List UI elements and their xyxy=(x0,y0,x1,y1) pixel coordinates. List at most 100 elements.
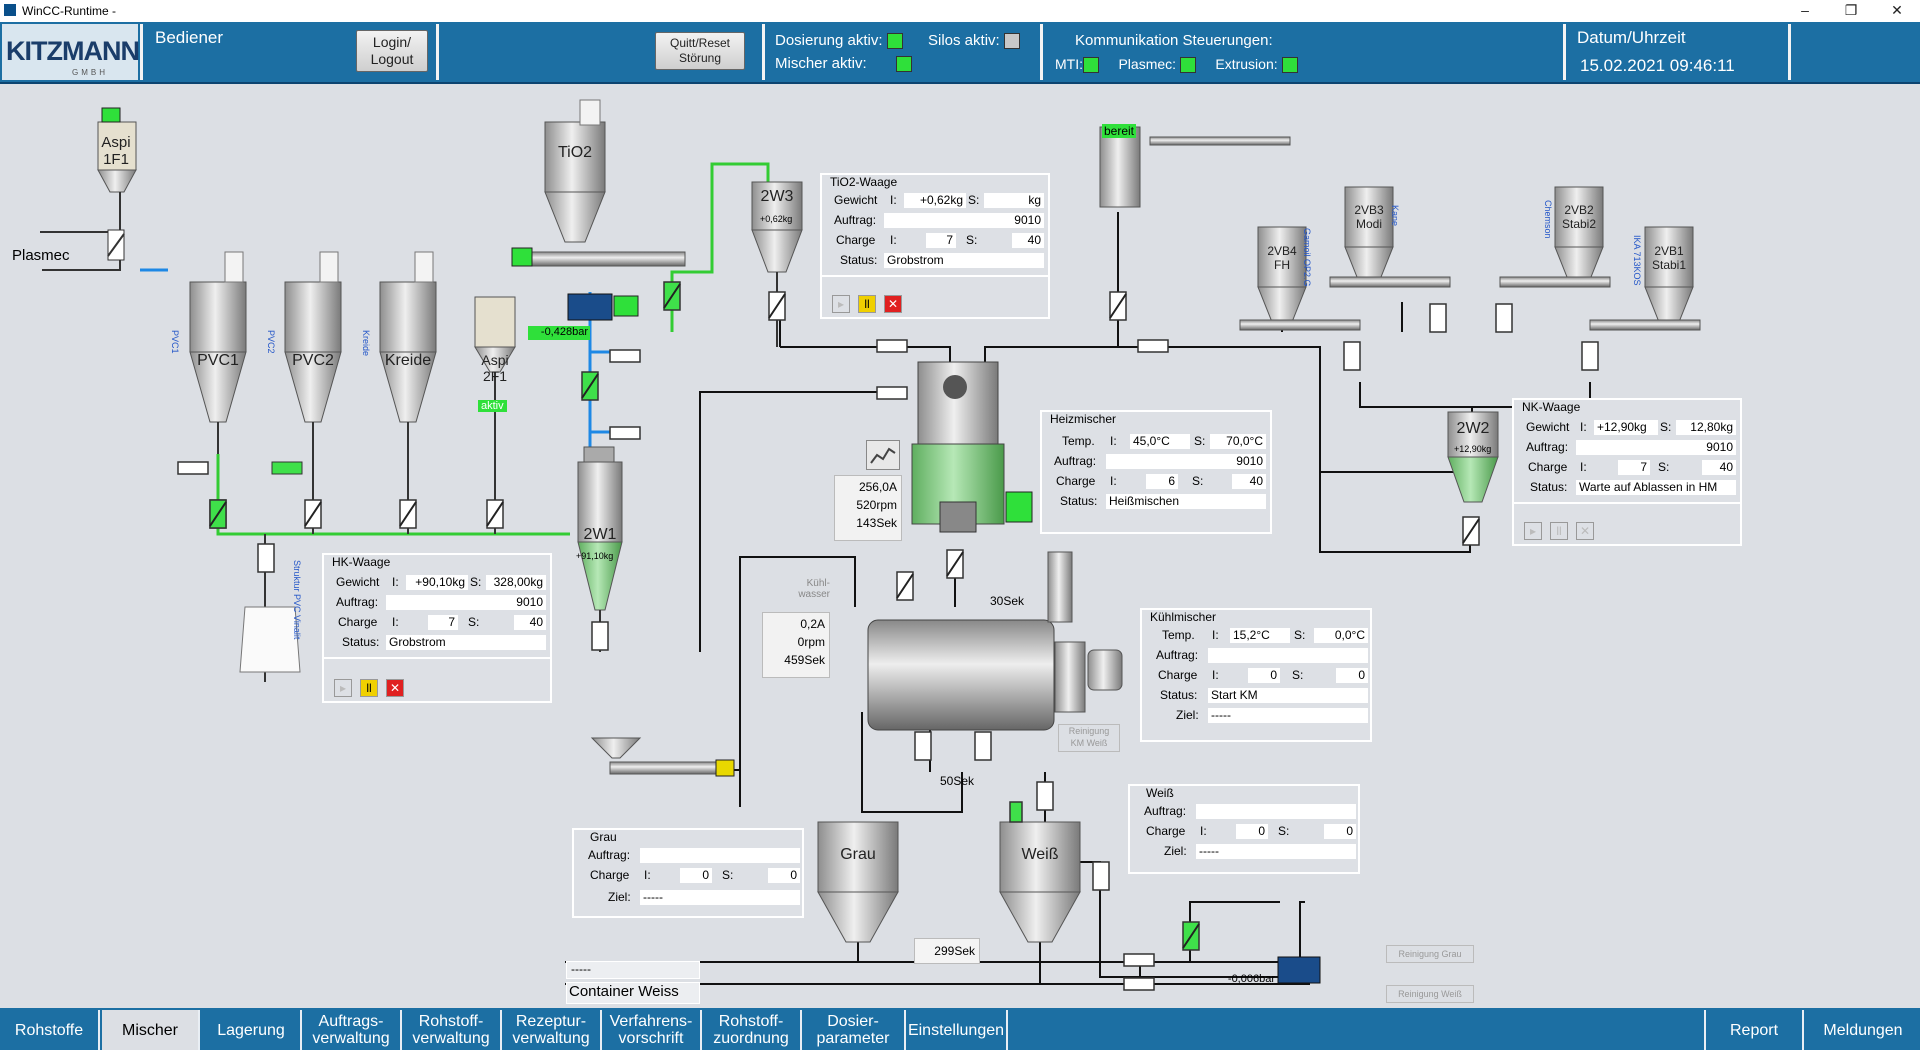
heizmischer-values: 256,0A 520rpm 143Sek xyxy=(834,475,902,541)
scale-2w2-label: 2W2 xyxy=(1456,420,1490,437)
login-logout-button[interactable]: Login/ Logout xyxy=(356,30,428,72)
weiss-charge-soll: 0 xyxy=(1324,824,1356,839)
tio2-charge-soll: 40 xyxy=(1012,233,1044,248)
header-divider xyxy=(762,24,765,80)
timer-299: 299Sek xyxy=(914,938,980,964)
hk-gewicht-soll: 328,00kg xyxy=(486,575,546,590)
nk-charge-ist: 7 xyxy=(1618,460,1650,475)
weiss-ziel: ----- xyxy=(1196,844,1356,859)
hk-pause-button[interactable]: ll xyxy=(360,679,378,697)
grau-ziel: ----- xyxy=(640,890,800,905)
scale-2w3-value: +0,62kg xyxy=(760,214,793,224)
heizmischer-panel: Heizmischer Temp. I: 45,0°C S: 70,0°C Au… xyxy=(1040,410,1272,534)
restore-button[interactable]: ❐ xyxy=(1844,2,1858,18)
kuehl-charge-ist: 0 xyxy=(1248,668,1280,683)
timer-50: 50Sek xyxy=(940,774,975,788)
nk-waage-title: NK-Waage xyxy=(1522,400,1581,414)
tab-auftragsverwaltung[interactable]: Auftrags- verwaltung xyxy=(302,1010,402,1050)
hk-status: Grobstrom xyxy=(386,635,546,650)
trend-chart-button[interactable] xyxy=(866,440,900,470)
tio2-start-button[interactable]: ▸ xyxy=(832,295,850,313)
user-role: Bediener xyxy=(155,28,224,47)
dosierung-status: Dosierung aktiv: xyxy=(775,32,903,50)
header-divider xyxy=(1563,24,1566,80)
logo-text: KITZMANN xyxy=(6,36,140,66)
tab-einstellungen[interactable]: Einstellungen xyxy=(906,1010,1008,1050)
hk-stop-button[interactable]: ✕ xyxy=(386,679,404,697)
heiz-auftrag: 9010 xyxy=(1106,454,1266,469)
tio2-waage-panel: TiO2-Waage Gewicht I: +0,62kg S: kg Auft… xyxy=(820,173,1050,319)
header-divider xyxy=(436,24,439,80)
nk-charge-soll: 40 xyxy=(1702,460,1736,475)
silo-2vb3-label: 2VB3 Modi xyxy=(1354,203,1384,231)
nk-start-button[interactable]: ▸ xyxy=(1524,522,1542,540)
quitt-reset-button[interactable]: Quitt/Reset Störung xyxy=(655,32,745,70)
kuehl-temp-ist: 15,2°C xyxy=(1230,628,1290,643)
silo-2vb4-label: 2VB4 FH xyxy=(1267,244,1297,272)
silos-status: Silos aktiv: xyxy=(928,32,1020,50)
tab-dosierparameter[interactable]: Dosier- parameter xyxy=(802,1010,906,1050)
weiss-auftrag xyxy=(1196,804,1356,819)
grau-panel: Grau Auftrag: Charge I: 0 S: 0 Ziel: ---… xyxy=(572,828,804,918)
container-label: Container Weiss xyxy=(566,982,700,1004)
window-title: WinCC-Runtime - xyxy=(22,4,117,18)
nk-stop-button[interactable]: ✕ xyxy=(1576,522,1594,540)
bereit-indicator: bereit xyxy=(1102,124,1136,138)
nk-status: Warte auf Ablassen in HM xyxy=(1576,480,1736,495)
tio2-pause-button[interactable]: ll xyxy=(858,295,876,313)
tio2-stop-button[interactable]: ✕ xyxy=(884,295,902,313)
container-top: ----- xyxy=(566,961,700,979)
reinigung-grau-button[interactable]: Reinigung Grau xyxy=(1386,945,1474,963)
dosierung-led xyxy=(886,33,903,50)
header-divider xyxy=(1040,24,1043,80)
hk-waage-title: HK-Waage xyxy=(332,555,391,569)
mischer-status: Mischer aktiv: xyxy=(775,55,912,73)
kuehl-charge-soll: 0 xyxy=(1336,668,1368,683)
aspi-1f1-label: Aspi 1F1 xyxy=(101,134,131,168)
scale-2w1-value: +91,10kg xyxy=(576,551,614,561)
header-divider xyxy=(140,24,143,80)
heiz-charge-soll: 40 xyxy=(1232,474,1266,489)
kane-label: Kane xyxy=(1390,205,1400,227)
tio2-status: Grobstrom xyxy=(884,253,1044,268)
tab-mischer[interactable]: Mischer xyxy=(102,1010,200,1050)
grau-charge-soll: 0 xyxy=(768,868,800,883)
tio2-waage-title: TiO2-Waage xyxy=(830,175,898,189)
silos-led xyxy=(1003,33,1020,50)
tab-verfahrensvorschrift[interactable]: Verfahrens- vorschrift xyxy=(602,1010,702,1050)
reinigung-km-button[interactable]: Reinigung KM Weiß xyxy=(1058,724,1120,752)
kuehl-ziel: ----- xyxy=(1208,708,1368,723)
hk-charge-ist: 7 xyxy=(428,615,458,630)
tab-rohstoffzuordnung[interactable]: Rohstoff- zuordnung xyxy=(702,1010,802,1050)
kreide-vertical-label: Kreide xyxy=(361,330,371,357)
kuehlmischer-title: Kühlmischer xyxy=(1150,610,1217,624)
heiz-temp-ist: 45,0°C xyxy=(1130,434,1190,449)
report-button[interactable]: Report xyxy=(1704,1010,1804,1050)
kuehlwasser-label: Kühl- wasser xyxy=(798,578,830,600)
gamoil-label: Gamoil OP2.G xyxy=(1302,228,1312,287)
reinigung-weiss-button[interactable]: Reinigung Weiß xyxy=(1386,985,1474,1003)
tab-lagerung[interactable]: Lagerung xyxy=(202,1010,302,1050)
kreide-label: Kreide xyxy=(384,352,432,369)
heizmischer-title: Heizmischer xyxy=(1050,412,1117,426)
nk-pause-button[interactable]: ll xyxy=(1550,522,1568,540)
silo-2vb2-label: 2VB2 Stabi2 xyxy=(1561,203,1597,231)
hk-start-button[interactable]: ▸ xyxy=(334,679,352,697)
meldungen-button[interactable]: Meldungen xyxy=(1823,1021,1903,1039)
grau-panel-title: Grau xyxy=(590,830,617,844)
tio2-charge-ist: 7 xyxy=(926,233,956,248)
window-titlebar: WinCC-Runtime - – ❐ ✕ xyxy=(0,0,1920,23)
tab-rohstoffe[interactable]: Rohstoffe xyxy=(0,1010,100,1050)
weiss-silo-label: Weiß xyxy=(1021,846,1059,863)
close-window-button[interactable]: ✕ xyxy=(1891,2,1903,18)
header-divider xyxy=(1788,24,1791,80)
minimize-button[interactable]: – xyxy=(1801,2,1809,18)
tab-rohstoffverwaltung[interactable]: Rohstoff- verwaltung xyxy=(402,1010,502,1050)
trend-icon[interactable] xyxy=(836,444,852,460)
nk-gewicht-soll: 12,80kg xyxy=(1676,420,1736,435)
hk-gewicht-ist: +90,10kg xyxy=(406,575,468,590)
tab-rezepturverwaltung[interactable]: Rezeptur- verwaltung xyxy=(502,1010,602,1050)
nk-waage-panel: NK-Waage Gewicht I: +12,90kg S: 12,80kg … xyxy=(1512,398,1742,546)
bottom-navigation: Rohstoffe Mischer Lagerung Auftrags- ver… xyxy=(0,1008,1920,1050)
grau-auftrag xyxy=(640,848,800,863)
